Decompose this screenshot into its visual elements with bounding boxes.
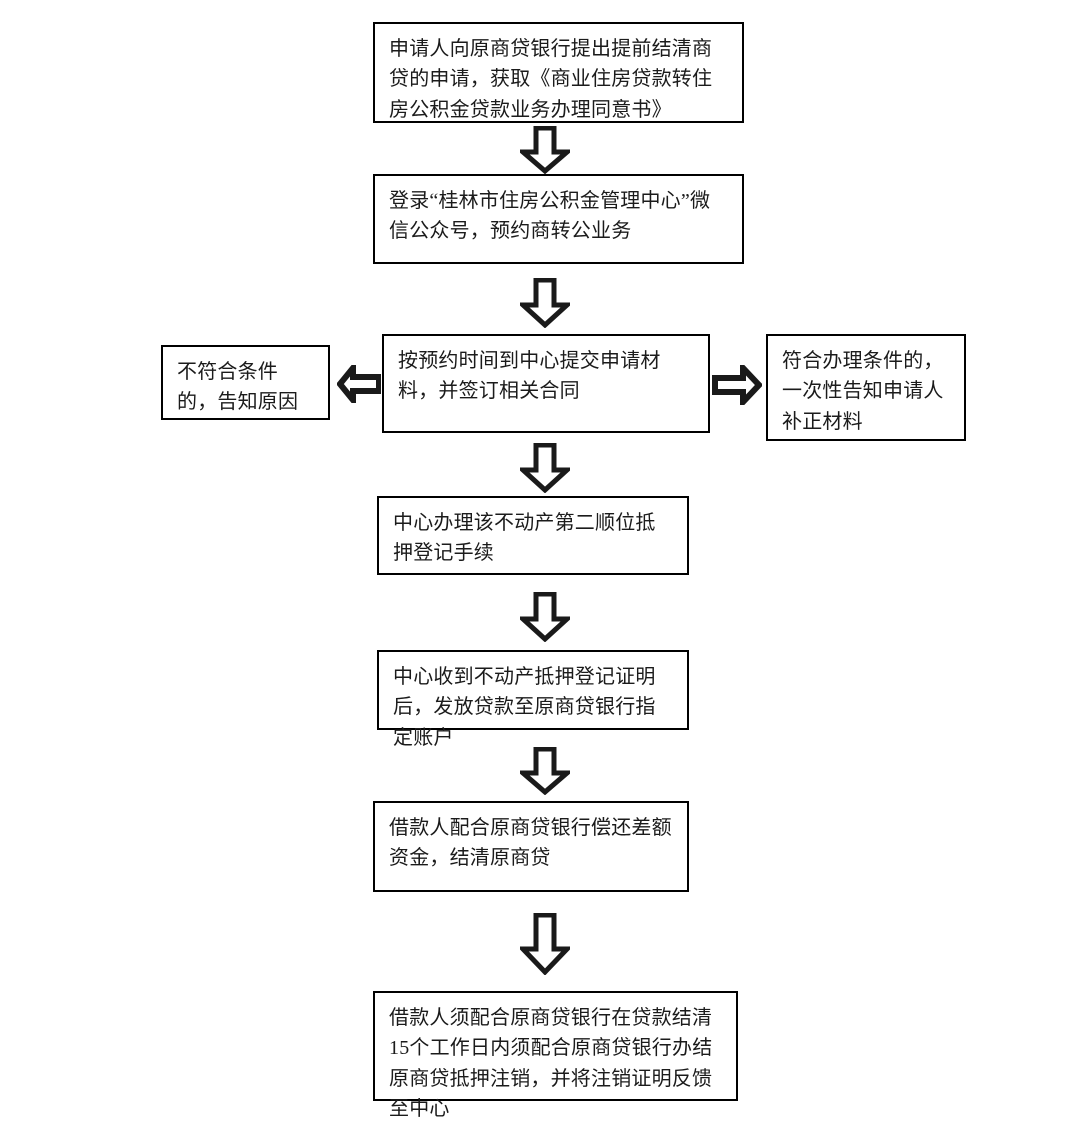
- flow-node-step-5: 中心收到不动产抵押登记证明后，发放贷款至原商贷银行指定账户: [377, 650, 689, 749]
- flow-node-step-3-right: 符合办理条件的，一次性告知申请人补正材料: [766, 334, 966, 441]
- arrow-down-icon-step-1-to-2: [520, 126, 570, 174]
- flow-node-step-2: 登录“桂林市住房公积金管理中心”微信公众号，预约商转公业务: [373, 174, 744, 264]
- flow-node-step-7: 借款人须配合原商贷银行在贷款结清 15个工作日内须配合原商贷银行办结原商贷抵押注…: [373, 991, 738, 1120]
- arrow-down-icon-step-5-to-6: [520, 747, 570, 795]
- flow-node-step-6: 借款人配合原商贷银行偿还差额资金，结清原商贷: [373, 801, 689, 892]
- flow-node-step-4: 中心办理该不动产第二顺位抵押登记手续: [377, 496, 689, 575]
- arrow-down-icon-step-4-to-5: [520, 592, 570, 642]
- flow-node-step-1: 申请人向原商贷银行提出提前结清商贷的申请，获取《商业住房贷款转住房公积金贷款业务…: [373, 22, 744, 123]
- arrow-down-icon-step-3-to-4: [520, 443, 570, 493]
- flow-node-step-3-center: 按预约时间到中心提交申请材料，并签订相关合同: [382, 334, 710, 433]
- arrow-right-icon-step-3-to-right-branch: [712, 365, 762, 405]
- arrow-down-icon-step-6-to-7: [520, 913, 570, 975]
- arrow-down-icon-step-2-to-3: [520, 278, 570, 328]
- flow-node-step-3-left: 不符合条件的，告知原因: [161, 345, 330, 420]
- arrow-left-icon-step-3-to-left-branch: [337, 365, 381, 403]
